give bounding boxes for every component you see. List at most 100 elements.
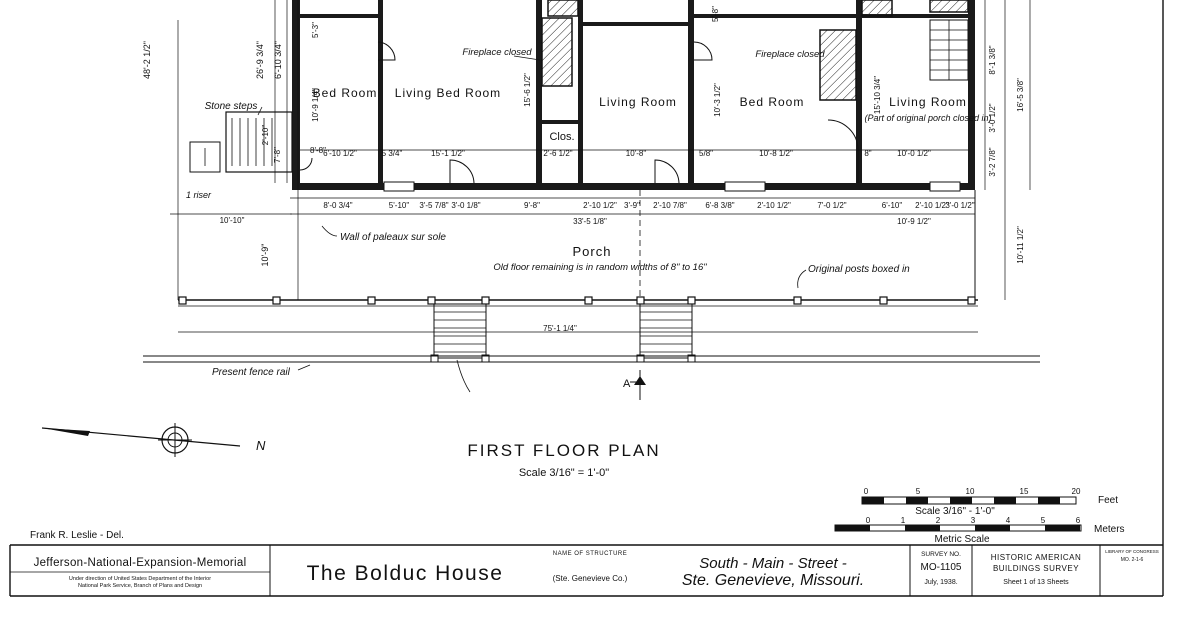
dim-stair-2: 7'-8" — [273, 147, 282, 163]
dimension-labels: 48'-2 1/2" 26'-9 3/4" 6'-10 3/4" 2'-10" … — [142, 6, 1025, 333]
top-wall-segment-1 — [300, 14, 378, 18]
dim-row2-4: 9'-8" — [524, 201, 540, 210]
dim-left-vertical-1: 26'-9 3/4" — [255, 41, 265, 79]
dim-left-vertical-3: 48'-2 1/2" — [142, 41, 152, 79]
dim-row2-8: 6'-8 3/8" — [705, 201, 734, 210]
address-line-2: Ste. Genevieve, Missouri. — [682, 572, 864, 589]
closet-wall — [542, 120, 578, 124]
riser-note: 1 riser — [186, 190, 212, 200]
survey-number: MO-1105 — [921, 562, 962, 573]
loc-line-2: MO. 2-1-6 — [1121, 557, 1144, 563]
dim-left-10-10: 10'-10" — [220, 216, 245, 225]
drawing-scale-note: Scale 3/16" = 1'-0" — [519, 467, 609, 479]
dim-right-1: 8'-1 3/8" — [988, 45, 997, 74]
bed-room-2-label: Bed Room — [740, 95, 805, 109]
dim-row2-12: 2'-10 1/2" — [915, 201, 949, 210]
dim-closet-vertical: 15'-6 1/2" — [523, 73, 532, 107]
dim-row2-11: 6'-10" — [882, 201, 903, 210]
dim-right-5: 10'-11 1/2" — [1016, 226, 1025, 264]
posts-boxed-note: Original posts boxed in — [808, 264, 910, 275]
agency-line-2: National Park Service, Branch of Plans a… — [78, 583, 202, 589]
dim-left-vertical-2: 6'-10 3/4" — [273, 41, 283, 79]
room-labels: Bed Room Living Bed Room Living Room Bed… — [186, 47, 992, 390]
interior-wall-2 — [536, 0, 542, 190]
closet-label: Clos. — [549, 131, 574, 143]
habs-line-1: Historic American — [991, 553, 1082, 562]
dim-bed-room-d1: 8'-8" — [310, 146, 326, 155]
project-name: Jefferson-National-Expansion-Memorial — [34, 557, 247, 569]
dim-row3-1: 10'-9 1/2" — [897, 217, 931, 226]
dim-top-2: 5'-8" — [711, 6, 720, 22]
dim-row2-10: 7'-0 1/2" — [817, 201, 846, 210]
porch-label: Porch — [573, 244, 612, 259]
chimney-top-2 — [861, 0, 893, 17]
dim-row1-g: 8" — [864, 149, 871, 158]
dim-porch-total: 75'-1 1/4" — [543, 324, 577, 333]
dim-top-1: 5'-3" — [311, 22, 320, 38]
feet-label: Feet — [1098, 495, 1118, 506]
interior-wall-5 — [856, 0, 862, 190]
dim-row2-0: 8'-0 3/4" — [323, 201, 352, 210]
dim-row1-b: 15'-1 1/2" — [431, 149, 465, 158]
dim-row2-2: 3'-5 7/8" — [419, 201, 448, 210]
north-arrow — [41, 423, 241, 457]
title-block: Jefferson-National-Expansion-Memorial Un… — [10, 544, 1163, 596]
chimney-top-3 — [929, 0, 969, 13]
survey-date: July, 1938. — [924, 579, 957, 586]
top-wall-segment-3 — [694, 14, 856, 18]
door-swing-5 — [693, 41, 713, 61]
dim-right-2: 3'-0 1/2" — [988, 103, 997, 132]
top-wall-segment-2 — [583, 22, 688, 26]
dim-row2-7: 2'-10 7/8" — [653, 201, 687, 210]
meter-tick-6: 6 — [1076, 516, 1081, 525]
dim-bed-room-vertical: 10'-3 1/2" — [713, 83, 722, 117]
scale-label: Scale 3/16" - 1'-0" — [915, 506, 995, 517]
sheet-number: Sheet 1 of 13 Sheets — [1003, 579, 1069, 586]
wall-paleaux-note: Wall of paleaux sur sole — [340, 232, 446, 243]
exterior-wall-right — [968, 0, 975, 190]
door-swing-1 — [449, 159, 475, 184]
door-swing-6 — [299, 157, 313, 171]
living-bed-room-label: Living Bed Room — [395, 86, 501, 100]
meter-tick-3: 3 — [971, 516, 976, 525]
feet-tick-4: 20 — [1072, 487, 1081, 496]
stone-steps — [189, 111, 293, 173]
chimney-top-1 — [547, 0, 579, 17]
agency-line-1: Under direction of United States Departm… — [69, 576, 211, 582]
dim-row2-6: 3'-9" — [624, 201, 640, 210]
dim-row2-9: 2'-10 1/2" — [757, 201, 791, 210]
dim-stair-1: 2'-10" — [261, 125, 270, 146]
window-opening-1 — [383, 181, 415, 192]
structure-location: (Ste. Genevieve Co.) — [553, 574, 628, 583]
meter-tick-5: 5 — [1041, 516, 1046, 525]
metric-label: Metric Scale — [934, 534, 989, 545]
dim-row1-f: 10'-8 1/2" — [759, 149, 793, 158]
living-room-2-note: (Part of original porch closed in) — [864, 113, 991, 123]
feet-tick-0: 0 — [864, 487, 869, 496]
feet-tick-1: 5 — [916, 487, 921, 496]
dim-row3-0: 33'-5 1/8" — [573, 217, 607, 226]
meter-tick-0: 0 — [866, 516, 871, 525]
dim-row1-e: 5/8" — [699, 149, 713, 158]
interior-wall-3 — [578, 0, 583, 190]
living-room-2-label: Living Room — [889, 95, 967, 109]
dim-bed-room-w: 6'-10 1/2" — [323, 149, 357, 158]
habs-line-2: Buildings Survey — [993, 564, 1079, 573]
dim-bed-room-h: 10'-9 1/4" — [311, 88, 320, 122]
top-wall-segment-4 — [862, 14, 968, 18]
dim-row1-d: 10'-8" — [626, 149, 647, 158]
dim-row1-c: 2'-6 1/2" — [543, 149, 572, 158]
window-opening-3 — [929, 181, 961, 192]
old-floor-note: Old floor remaining is in random widths … — [493, 262, 707, 273]
porch-steps-1 — [430, 303, 490, 363]
floor-plan — [41, 0, 1040, 457]
survey-label: Survey No. — [921, 551, 961, 558]
interior-wall-1 — [378, 0, 383, 190]
fireplace-1 — [541, 17, 573, 87]
exterior-wall-bottom — [292, 183, 975, 190]
dim-right-3: 3'-2 7/8" — [988, 147, 997, 176]
dim-row1-a: 5 3/4" — [382, 149, 403, 158]
living-room-1-label: Living Room — [599, 95, 677, 109]
north-label: N — [256, 438, 266, 453]
